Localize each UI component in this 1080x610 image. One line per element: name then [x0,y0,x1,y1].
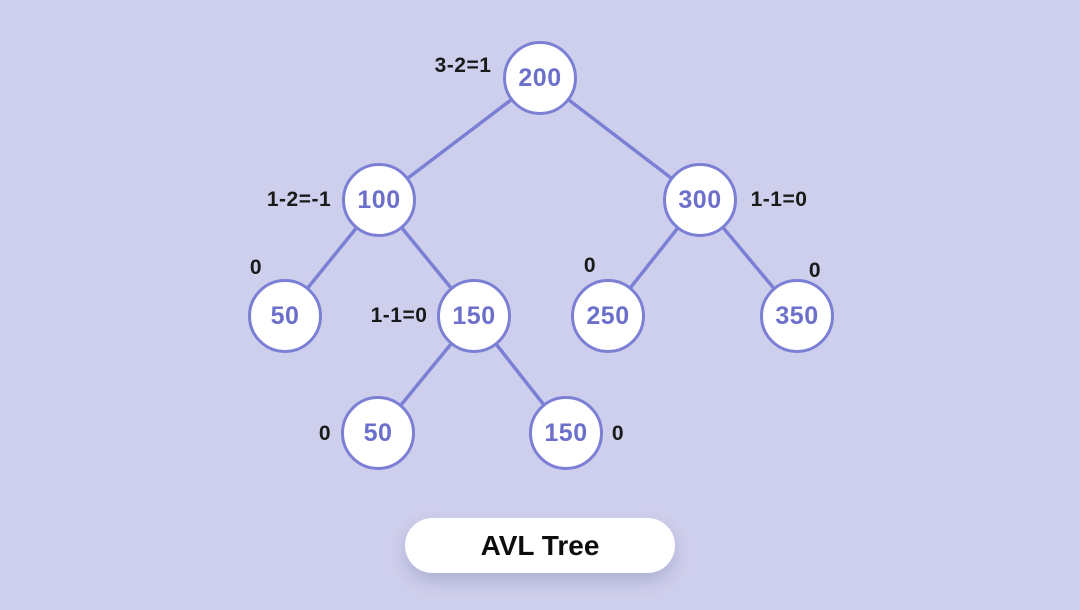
node-value: 150 [544,418,588,447]
tree-node-300: 300 [663,163,737,237]
balance-label-50-bottom: 0 [318,422,332,445]
tree-node-150-bottom: 150 [529,396,603,470]
diagram-title-pill: AVL Tree [405,518,675,573]
balance-label-350: 0 [808,259,822,282]
node-value: 150 [452,301,496,330]
balance-label-200: 3-2=1 [434,54,492,77]
tree-node-350: 350 [760,279,834,353]
node-value: 200 [518,63,562,92]
tree-node-150-mid: 150 [437,279,511,353]
balance-label-150-bottom: 0 [611,422,625,445]
tree-node-50-bottom: 50 [341,396,415,470]
tree-node-50-left: 50 [248,279,322,353]
node-value: 250 [586,301,630,330]
node-value: 350 [775,301,819,330]
node-value: 100 [357,185,401,214]
node-value: 300 [678,185,722,214]
balance-label-250: 0 [583,254,597,277]
tree-node-200: 200 [503,41,577,115]
node-value: 50 [363,418,393,447]
balance-label-300: 1-1=0 [750,188,808,211]
tree-node-250: 250 [571,279,645,353]
balance-label-150-mid: 1-1=0 [370,304,428,327]
balance-label-100: 1-2=-1 [266,188,332,211]
node-value: 50 [270,301,300,330]
balance-label-50-left: 0 [249,256,263,279]
diagram-title: AVL Tree [480,529,600,561]
tree-node-100: 100 [342,163,416,237]
